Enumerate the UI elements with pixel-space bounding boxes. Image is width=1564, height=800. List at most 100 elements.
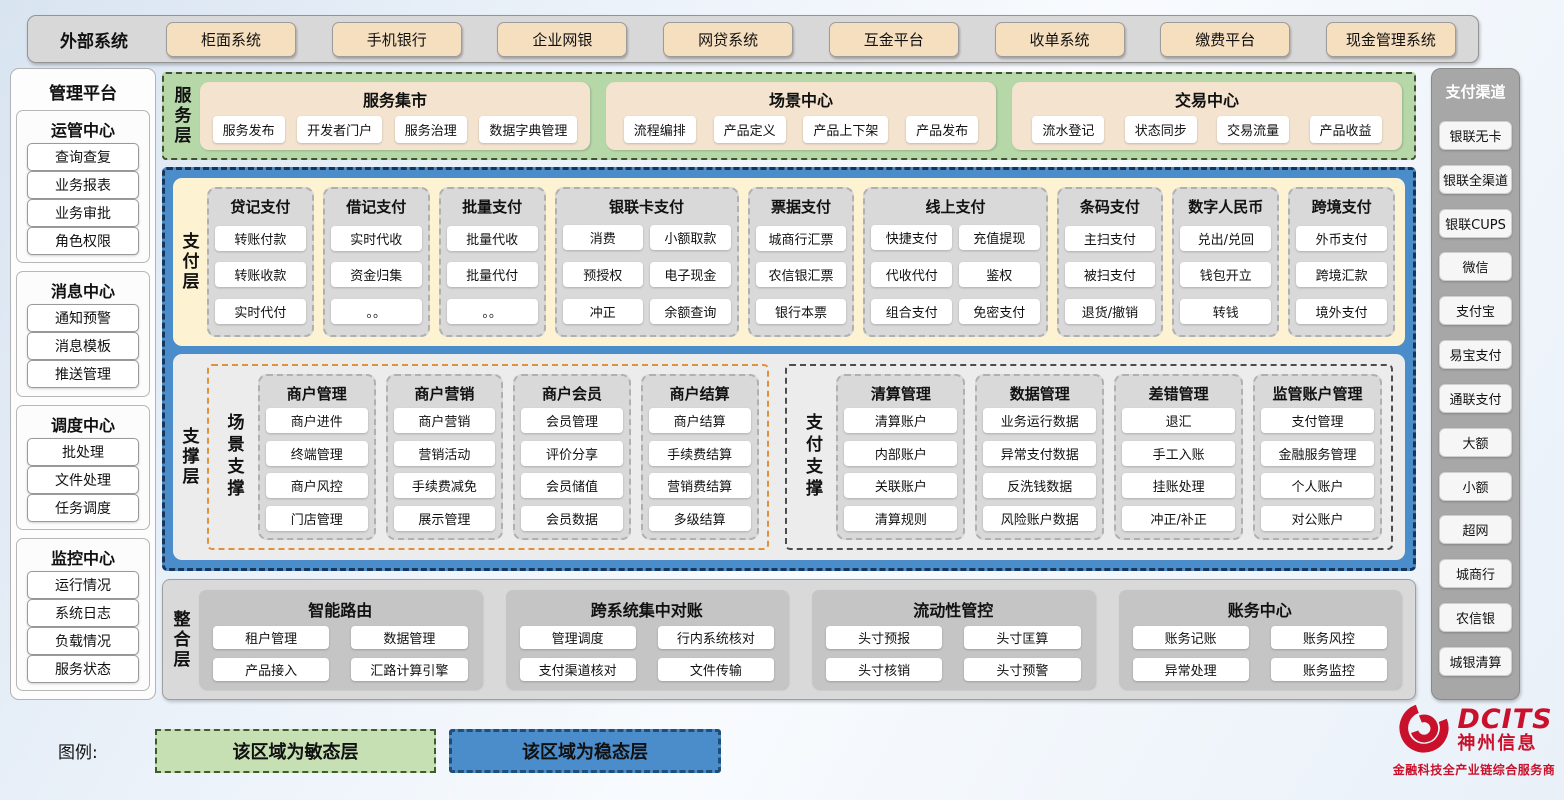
channel-button[interactable]: 微信 bbox=[1439, 252, 1512, 282]
management-item-button[interactable]: 任务调度 bbox=[27, 493, 139, 522]
management-item-button[interactable]: 查询查复 bbox=[27, 143, 139, 171]
management-item-button[interactable]: 通知预警 bbox=[27, 304, 139, 333]
service-item-button[interactable]: 流水登记 bbox=[1032, 115, 1105, 143]
support-item-button[interactable]: 异常支付数据 bbox=[983, 440, 1097, 466]
management-item-button[interactable]: 业务报表 bbox=[27, 171, 139, 199]
channel-button[interactable]: 大额 bbox=[1439, 427, 1512, 457]
payment-item-button[interactable]: 鉴权 bbox=[958, 262, 1040, 287]
support-item-button[interactable]: 个人账户 bbox=[1261, 473, 1374, 499]
payment-item-button[interactable]: 充值提现 bbox=[958, 225, 1040, 250]
service-item-button[interactable]: 交易流量 bbox=[1217, 115, 1290, 143]
integration-item-button[interactable]: 账务监控 bbox=[1270, 658, 1387, 681]
service-item-button[interactable]: 数据字典管理 bbox=[479, 115, 578, 143]
integration-item-button[interactable]: 数据管理 bbox=[351, 626, 468, 649]
payment-item-button[interactable]: 转账付款 bbox=[215, 225, 306, 251]
payment-item-button[interactable]: 钱包开立 bbox=[1180, 262, 1272, 287]
support-item-button[interactable]: 展示管理 bbox=[393, 505, 496, 531]
service-item-button[interactable]: 状态同步 bbox=[1124, 115, 1197, 143]
support-item-button[interactable]: 门店管理 bbox=[266, 505, 368, 531]
payment-item-button[interactable]: 小额取款 bbox=[650, 225, 731, 250]
integration-item-button[interactable]: 租户管理 bbox=[213, 626, 330, 649]
integration-item-button[interactable]: 账务记账 bbox=[1132, 626, 1249, 649]
support-item-button[interactable]: 手续费结算 bbox=[648, 440, 751, 466]
external-system-button[interactable]: 柜面系统 bbox=[166, 21, 296, 57]
external-system-button[interactable]: 现金管理系统 bbox=[1325, 21, 1456, 57]
support-item-button[interactable]: 终端管理 bbox=[266, 440, 368, 466]
payment-item-button[interactable]: 城商行汇票 bbox=[755, 225, 847, 251]
support-item-button[interactable]: 营销活动 bbox=[393, 440, 496, 466]
payment-item-button[interactable]: 冲正 bbox=[562, 299, 644, 324]
support-item-button[interactable]: 会员管理 bbox=[521, 408, 623, 434]
management-item-button[interactable]: 消息模板 bbox=[27, 332, 139, 361]
integration-item-button[interactable]: 异常处理 bbox=[1132, 658, 1249, 681]
payment-item-button[interactable]: 银行本票 bbox=[755, 298, 847, 324]
external-system-button[interactable]: 网贷系统 bbox=[663, 21, 794, 57]
support-item-button[interactable]: 业务运行数据 bbox=[983, 408, 1097, 434]
management-item-button[interactable]: 系统日志 bbox=[27, 599, 139, 627]
payment-item-button[interactable]: 批量代付 bbox=[446, 262, 538, 287]
payment-item-button[interactable]: 境外支付 bbox=[1296, 298, 1388, 324]
payment-item-button[interactable]: 代收代付 bbox=[871, 262, 952, 287]
management-item-button[interactable]: 负载情况 bbox=[27, 627, 139, 655]
management-item-button[interactable]: 服务状态 bbox=[27, 655, 139, 683]
support-item-button[interactable]: 冲正/补正 bbox=[1122, 505, 1236, 531]
support-item-button[interactable]: 清算规则 bbox=[844, 505, 958, 531]
integration-item-button[interactable]: 汇路计算引擎 bbox=[351, 658, 468, 681]
channel-button[interactable]: 小额 bbox=[1439, 471, 1512, 501]
support-item-button[interactable]: 清算账户 bbox=[844, 408, 958, 434]
payment-item-button[interactable]: 被扫支付 bbox=[1064, 262, 1156, 287]
management-item-button[interactable]: 文件处理 bbox=[27, 465, 139, 494]
service-item-button[interactable]: 产品发布 bbox=[906, 115, 979, 143]
service-item-button[interactable]: 服务发布 bbox=[212, 115, 285, 143]
integration-item-button[interactable]: 头寸预报 bbox=[826, 626, 943, 649]
external-system-button[interactable]: 企业网银 bbox=[497, 21, 628, 57]
support-item-button[interactable]: 手续费减免 bbox=[393, 473, 496, 499]
management-item-button[interactable]: 批处理 bbox=[27, 437, 139, 466]
integration-item-button[interactable]: 头寸预警 bbox=[964, 658, 1081, 681]
integration-item-button[interactable]: 账务风控 bbox=[1270, 626, 1387, 649]
support-item-button[interactable]: 风险账户数据 bbox=[983, 505, 1097, 531]
external-system-button[interactable]: 手机银行 bbox=[331, 21, 462, 57]
support-item-button[interactable]: 商户风控 bbox=[266, 473, 368, 499]
service-item-button[interactable]: 产品上下架 bbox=[803, 115, 889, 143]
support-item-button[interactable]: 退汇 bbox=[1122, 408, 1236, 434]
payment-item-button[interactable]: 农信银汇票 bbox=[755, 262, 847, 287]
payment-item-button[interactable]: 主扫支付 bbox=[1064, 225, 1156, 251]
support-item-button[interactable]: 营销费结算 bbox=[648, 473, 751, 499]
payment-item-button[interactable]: 。。 bbox=[446, 298, 538, 324]
external-system-button[interactable]: 缴费平台 bbox=[1160, 21, 1291, 57]
support-item-button[interactable]: 关联账户 bbox=[844, 473, 958, 499]
service-item-button[interactable]: 开发者门户 bbox=[297, 115, 383, 143]
service-item-button[interactable]: 产品收益 bbox=[1309, 115, 1382, 143]
payment-item-button[interactable]: 兑出/兑回 bbox=[1180, 225, 1272, 251]
channel-button[interactable]: 支付宝 bbox=[1439, 296, 1512, 326]
payment-item-button[interactable]: 实时代付 bbox=[215, 298, 306, 324]
support-item-button[interactable]: 支付管理 bbox=[1261, 408, 1374, 434]
integration-item-button[interactable]: 行内系统核对 bbox=[657, 626, 774, 649]
payment-item-button[interactable]: 跨境汇款 bbox=[1296, 262, 1388, 287]
service-item-button[interactable]: 产品定义 bbox=[713, 115, 786, 143]
support-item-button[interactable]: 会员数据 bbox=[521, 505, 623, 531]
management-item-button[interactable]: 角色权限 bbox=[27, 227, 139, 255]
channel-button[interactable]: 超网 bbox=[1439, 515, 1512, 545]
support-item-button[interactable]: 多级结算 bbox=[648, 505, 751, 531]
payment-item-button[interactable]: 电子现金 bbox=[650, 262, 731, 287]
service-item-button[interactable]: 服务治理 bbox=[394, 115, 467, 143]
payment-item-button[interactable]: 组合支付 bbox=[871, 299, 952, 324]
integration-item-button[interactable]: 文件传输 bbox=[657, 658, 774, 681]
external-system-button[interactable]: 互金平台 bbox=[828, 21, 959, 57]
support-item-button[interactable]: 对公账户 bbox=[1261, 505, 1374, 531]
channel-button[interactable]: 城银清算 bbox=[1439, 646, 1512, 676]
support-item-button[interactable]: 挂账处理 bbox=[1122, 473, 1236, 499]
integration-item-button[interactable]: 产品接入 bbox=[213, 658, 330, 681]
integration-item-button[interactable]: 头寸核销 bbox=[826, 658, 943, 681]
channel-button[interactable]: 易宝支付 bbox=[1439, 340, 1512, 370]
payment-item-button[interactable]: 余额查询 bbox=[650, 299, 731, 324]
management-item-button[interactable]: 运行情况 bbox=[27, 571, 139, 599]
support-item-button[interactable]: 商户结算 bbox=[648, 408, 751, 434]
channel-button[interactable]: 银联CUPS bbox=[1439, 208, 1512, 238]
payment-item-button[interactable]: 资金归集 bbox=[330, 262, 422, 287]
channel-button[interactable]: 农信银 bbox=[1439, 603, 1512, 633]
external-system-button[interactable]: 收单系统 bbox=[994, 21, 1125, 57]
channel-button[interactable]: 通联支付 bbox=[1439, 383, 1512, 413]
